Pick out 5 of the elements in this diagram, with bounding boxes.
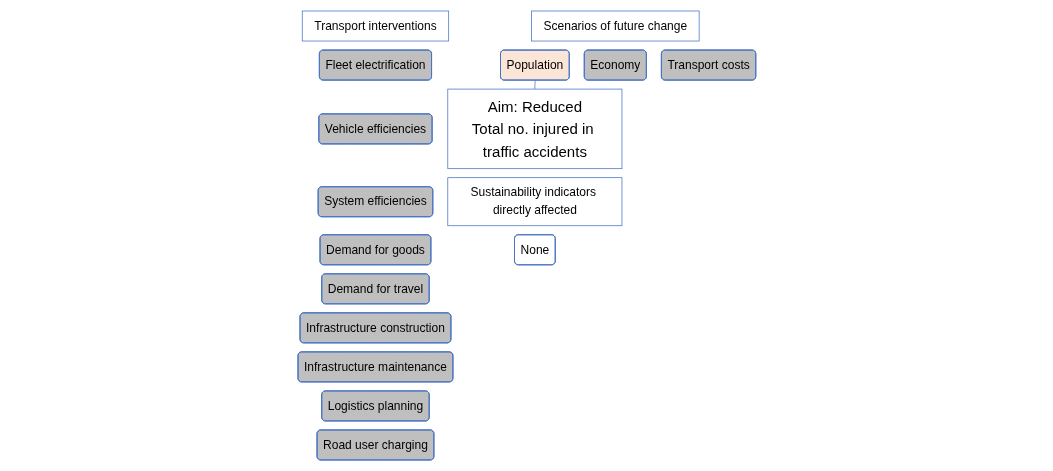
connector: [534, 80, 536, 90]
node-box: Scenarios of future change: [530, 10, 700, 42]
node-box: Aim: Reduced Total no. injured in traffic accidents: [447, 88, 622, 170]
node-box: Transport interventions: [301, 10, 449, 42]
node-box: Sustainability indicators directly affected: [447, 177, 622, 227]
